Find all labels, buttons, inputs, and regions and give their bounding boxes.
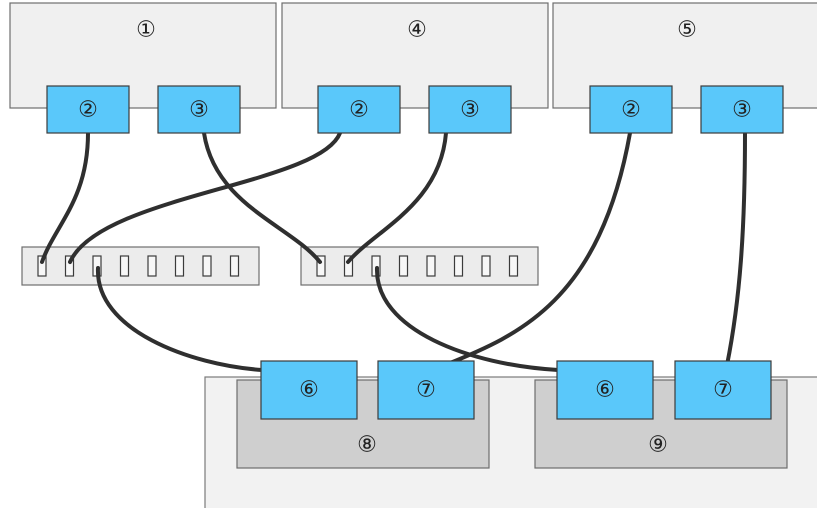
host-1-label: ① — [136, 18, 156, 43]
host-2-port-b — [428, 85, 512, 134]
host-2-port-b-label: ③ — [460, 98, 480, 123]
host-2-port-a — [317, 85, 401, 134]
switch-1-slot-2 — [64, 255, 75, 277]
host-1-port-a — [46, 85, 130, 134]
host-2-port-a-label: ② — [349, 98, 369, 123]
controller-1-port-a — [260, 360, 358, 420]
switch-2-slot-5 — [426, 255, 436, 277]
controller-1-port-b — [377, 360, 475, 420]
host-3-port-a — [589, 85, 673, 134]
switch-2-slot-1 — [316, 255, 326, 277]
switch-1-slot-6 — [174, 255, 185, 277]
switch-2-slot-8 — [508, 255, 519, 277]
cable-switch1-to-controller1-port6 — [95, 266, 264, 372]
cable-host3-port2-to-controller1-port7 — [443, 131, 632, 367]
controller-1-label: ⑧ — [357, 433, 377, 458]
host-1-port-a-label: ② — [78, 98, 98, 123]
switch-2-slots — [316, 255, 519, 277]
switch-1-slots — [37, 255, 240, 277]
switch-2-slot-4 — [398, 255, 409, 277]
switch-2-slot-2 — [343, 255, 354, 277]
cable-host3-port3-to-controller2-port7 — [725, 131, 747, 367]
host-3-label: ⑤ — [677, 18, 697, 43]
switch-1-slot-7 — [202, 255, 212, 277]
controller-1-port-a-label: ⑥ — [299, 378, 319, 403]
controller-2-label: ⑨ — [648, 433, 668, 458]
host-3-port-b-label: ③ — [732, 98, 752, 123]
switch-2-slot-7 — [481, 255, 491, 277]
switch-1-slot-8 — [229, 255, 240, 277]
cable-host2-port2-to-switch1 — [68, 131, 342, 264]
switch-2-slot-6 — [453, 255, 464, 277]
controller-2-port-a-label: ⑥ — [595, 378, 615, 403]
switch-1-slot-1 — [37, 255, 47, 277]
controller-1-port-b-label: ⑦ — [416, 378, 436, 403]
host-3-port-a-label: ② — [621, 98, 641, 123]
cable-host1-port2-to-switch1 — [40, 131, 90, 264]
host-1-port-b — [157, 85, 241, 134]
controller-2-port-a — [556, 360, 654, 420]
host-1-port-b-label: ③ — [189, 98, 209, 123]
switch-1-slot-5 — [147, 255, 157, 277]
cable-host1-port3-to-switch2 — [202, 131, 322, 264]
controller-2-port-b — [674, 360, 772, 420]
controller-2-port-b-label: ⑦ — [713, 378, 733, 403]
cable-host2-port3-to-switch2 — [346, 131, 448, 264]
switch-1 — [21, 246, 260, 286]
host-2-label: ④ — [407, 18, 427, 43]
cable-switch2-to-controller2-port6 — [374, 266, 560, 372]
switch-2 — [300, 246, 539, 286]
host-3-port-b — [700, 85, 784, 134]
switch-1-slot-4 — [119, 255, 130, 277]
